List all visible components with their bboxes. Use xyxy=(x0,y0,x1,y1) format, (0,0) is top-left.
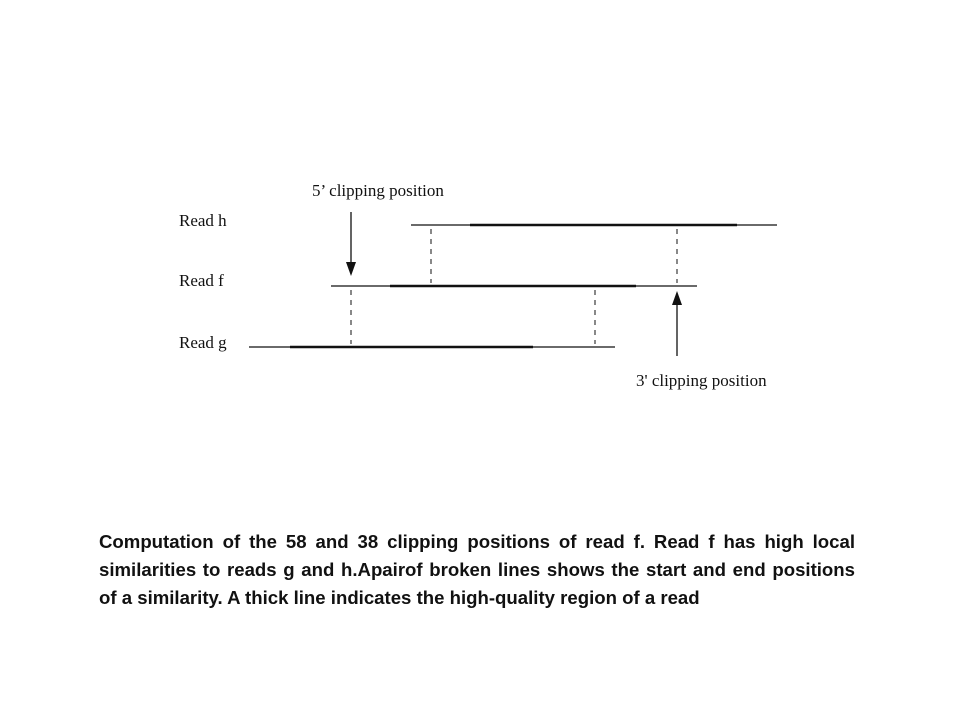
label-read-f: Read f xyxy=(179,271,224,290)
figure-caption: Computation of the 58 and 38 clipping po… xyxy=(99,531,855,608)
five-prime-clipping-label: 5’ clipping position xyxy=(312,181,444,200)
label-read-h: Read h xyxy=(179,211,227,230)
three-prime-arrow xyxy=(672,291,682,356)
clipping-diagram: Read h Read f Read g 5’ clipping pos xyxy=(179,181,777,390)
three-prime-clipping-label: 3' clipping position xyxy=(636,371,767,390)
label-read-g: Read g xyxy=(179,333,227,352)
five-prime-arrow xyxy=(346,212,356,276)
